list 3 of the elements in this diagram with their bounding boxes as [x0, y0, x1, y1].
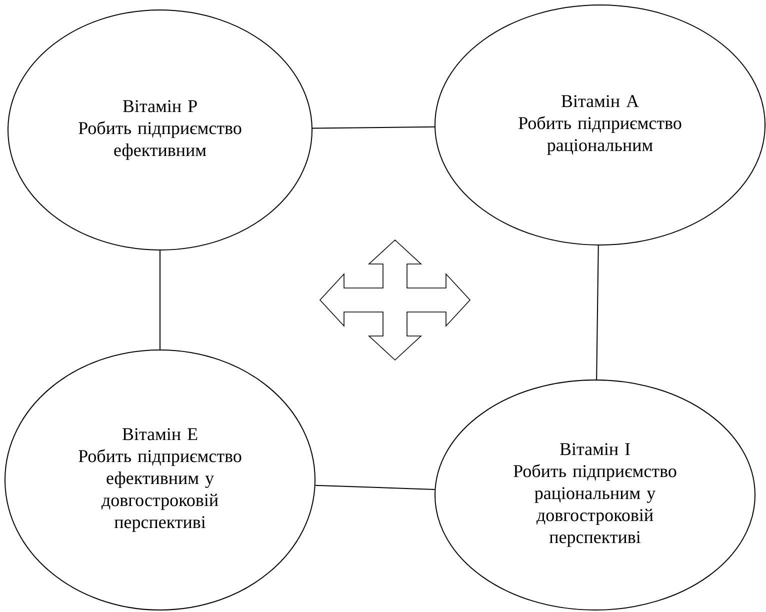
connector-line: [314, 484, 436, 490]
connector-line: [596, 244, 599, 380]
connector-line: [312, 126, 436, 129]
